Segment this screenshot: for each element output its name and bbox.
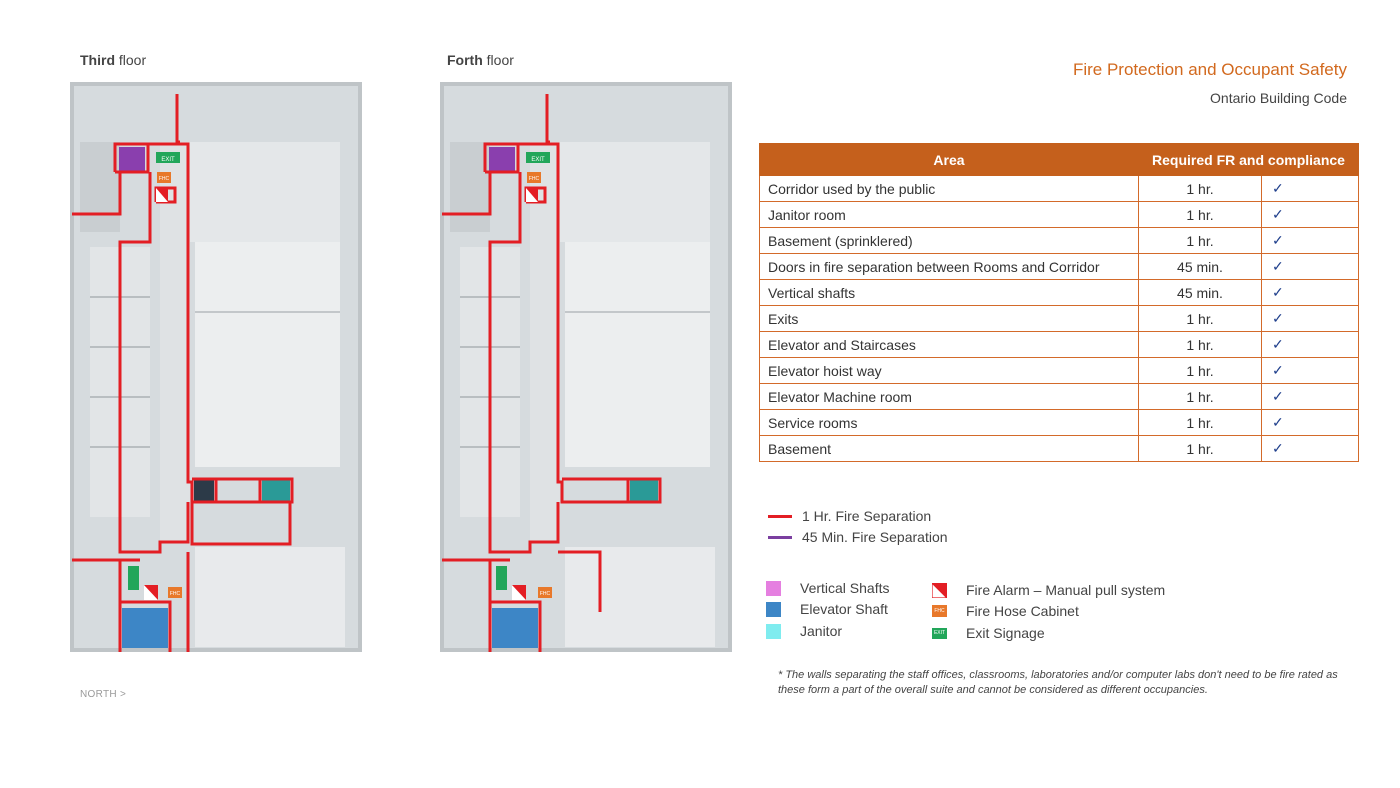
rating-cell: 45 min. (1138, 279, 1262, 306)
check-icon: ✓ (1261, 357, 1359, 384)
svg-text:FHC: FHC (529, 176, 540, 182)
check-icon: ✓ (1261, 409, 1359, 436)
area-cell: Janitor room (759, 201, 1139, 228)
table-row: Basement (sprinklered)1 hr.✓ (759, 227, 1359, 254)
floor-title-forth: Forth floor (447, 52, 514, 68)
rating-cell: 1 hr. (1138, 175, 1262, 202)
forth-floor-plan: EXIT FHC FHC (440, 82, 732, 652)
svg-text:FHC: FHC (159, 176, 170, 182)
rating-cell: 1 hr. (1138, 409, 1262, 436)
check-icon: ✓ (1261, 227, 1359, 254)
table-header-row: Area Required FR and compliance (759, 143, 1359, 176)
legend-45min-separation: 45 Min. Fire Separation (768, 529, 948, 545)
rating-cell: 1 hr. (1138, 227, 1262, 254)
legend-vertical-shafts: Vertical Shafts (766, 580, 890, 596)
area-cell: Vertical shafts (759, 279, 1139, 306)
rating-cell: 1 hr. (1138, 331, 1262, 358)
check-icon: ✓ (1261, 175, 1359, 202)
north-indicator: NORTH > (80, 689, 127, 700)
janitor-swatch (766, 623, 781, 639)
svg-text:FHC: FHC (540, 591, 551, 597)
area-cell: Elevator hoist way (759, 357, 1139, 384)
page-subtitle: Ontario Building Code (1210, 90, 1347, 106)
legend-elevator-shaft: Elevator Shaft (766, 601, 888, 617)
area-cell: Elevator and Staircases (759, 331, 1139, 358)
fire-alarm-icon (931, 581, 949, 599)
elevator-shaft (122, 608, 168, 648)
legend-fire-hose-cabinet: FHC Fire Hose Cabinet (932, 603, 1079, 619)
third-floor-plan: EXIT FHC FHC (70, 82, 362, 652)
rating-cell: 1 hr. (1138, 435, 1262, 462)
check-icon: ✓ (1261, 305, 1359, 332)
svg-text:EXIT: EXIT (161, 157, 175, 163)
svg-text:EXIT: EXIT (531, 157, 545, 163)
vertical-shaft-swatch (766, 580, 781, 596)
rating-cell: 1 hr. (1138, 383, 1262, 410)
exit-sign-icon: EXIT (932, 627, 947, 639)
check-icon: ✓ (1261, 201, 1359, 228)
legend-janitor: Janitor (766, 623, 842, 639)
vertical-shaft (119, 147, 145, 172)
rating-cell: 1 hr. (1138, 357, 1262, 384)
check-icon: ✓ (1261, 435, 1359, 462)
janitor-room (262, 480, 290, 502)
purple-line-icon (768, 535, 792, 539)
fire-hose-cabinet-icon: FHC (932, 605, 947, 617)
legend-fire-alarm: Fire Alarm – Manual pull system (931, 581, 1165, 599)
legend-exit-signage: EXIT Exit Signage (932, 625, 1045, 641)
column-header-area: Area (759, 143, 1139, 176)
page-title: Fire Protection and Occupant Safety (1072, 60, 1347, 79)
legend-1hr-separation: 1 Hr. Fire Separation (768, 508, 931, 524)
svg-text:FHC: FHC (170, 591, 181, 597)
area-cell: Basement (759, 435, 1139, 462)
floor-title-third: Third floor (80, 52, 147, 68)
column-header-fr: Required FR and compliance (1138, 143, 1359, 176)
check-icon: ✓ (1261, 253, 1359, 280)
footnote: * The walls separating the staff offices… (778, 669, 1338, 696)
elevator-shaft-swatch (766, 601, 781, 617)
check-icon: ✓ (1261, 279, 1359, 306)
area-cell: Basement (sprinklered) (759, 227, 1139, 254)
area-cell: Doors in fire separation between Rooms a… (759, 253, 1139, 280)
area-cell: Elevator Machine room (759, 383, 1139, 410)
red-line-icon (768, 514, 792, 518)
table-row: Doors in fire separation between Rooms a… (759, 253, 1359, 280)
check-icon: ✓ (1261, 331, 1359, 358)
check-icon: ✓ (1261, 383, 1359, 410)
rating-cell: 1 hr. (1138, 305, 1262, 332)
area-cell: Service rooms (759, 409, 1139, 436)
rating-cell: 45 min. (1138, 253, 1262, 280)
rating-cell: 1 hr. (1138, 201, 1262, 228)
area-cell: Exits (759, 305, 1139, 332)
area-cell: Corridor used by the public (759, 175, 1139, 202)
fire-rating-table: Area Required FR and compliance Corridor… (759, 143, 1359, 462)
